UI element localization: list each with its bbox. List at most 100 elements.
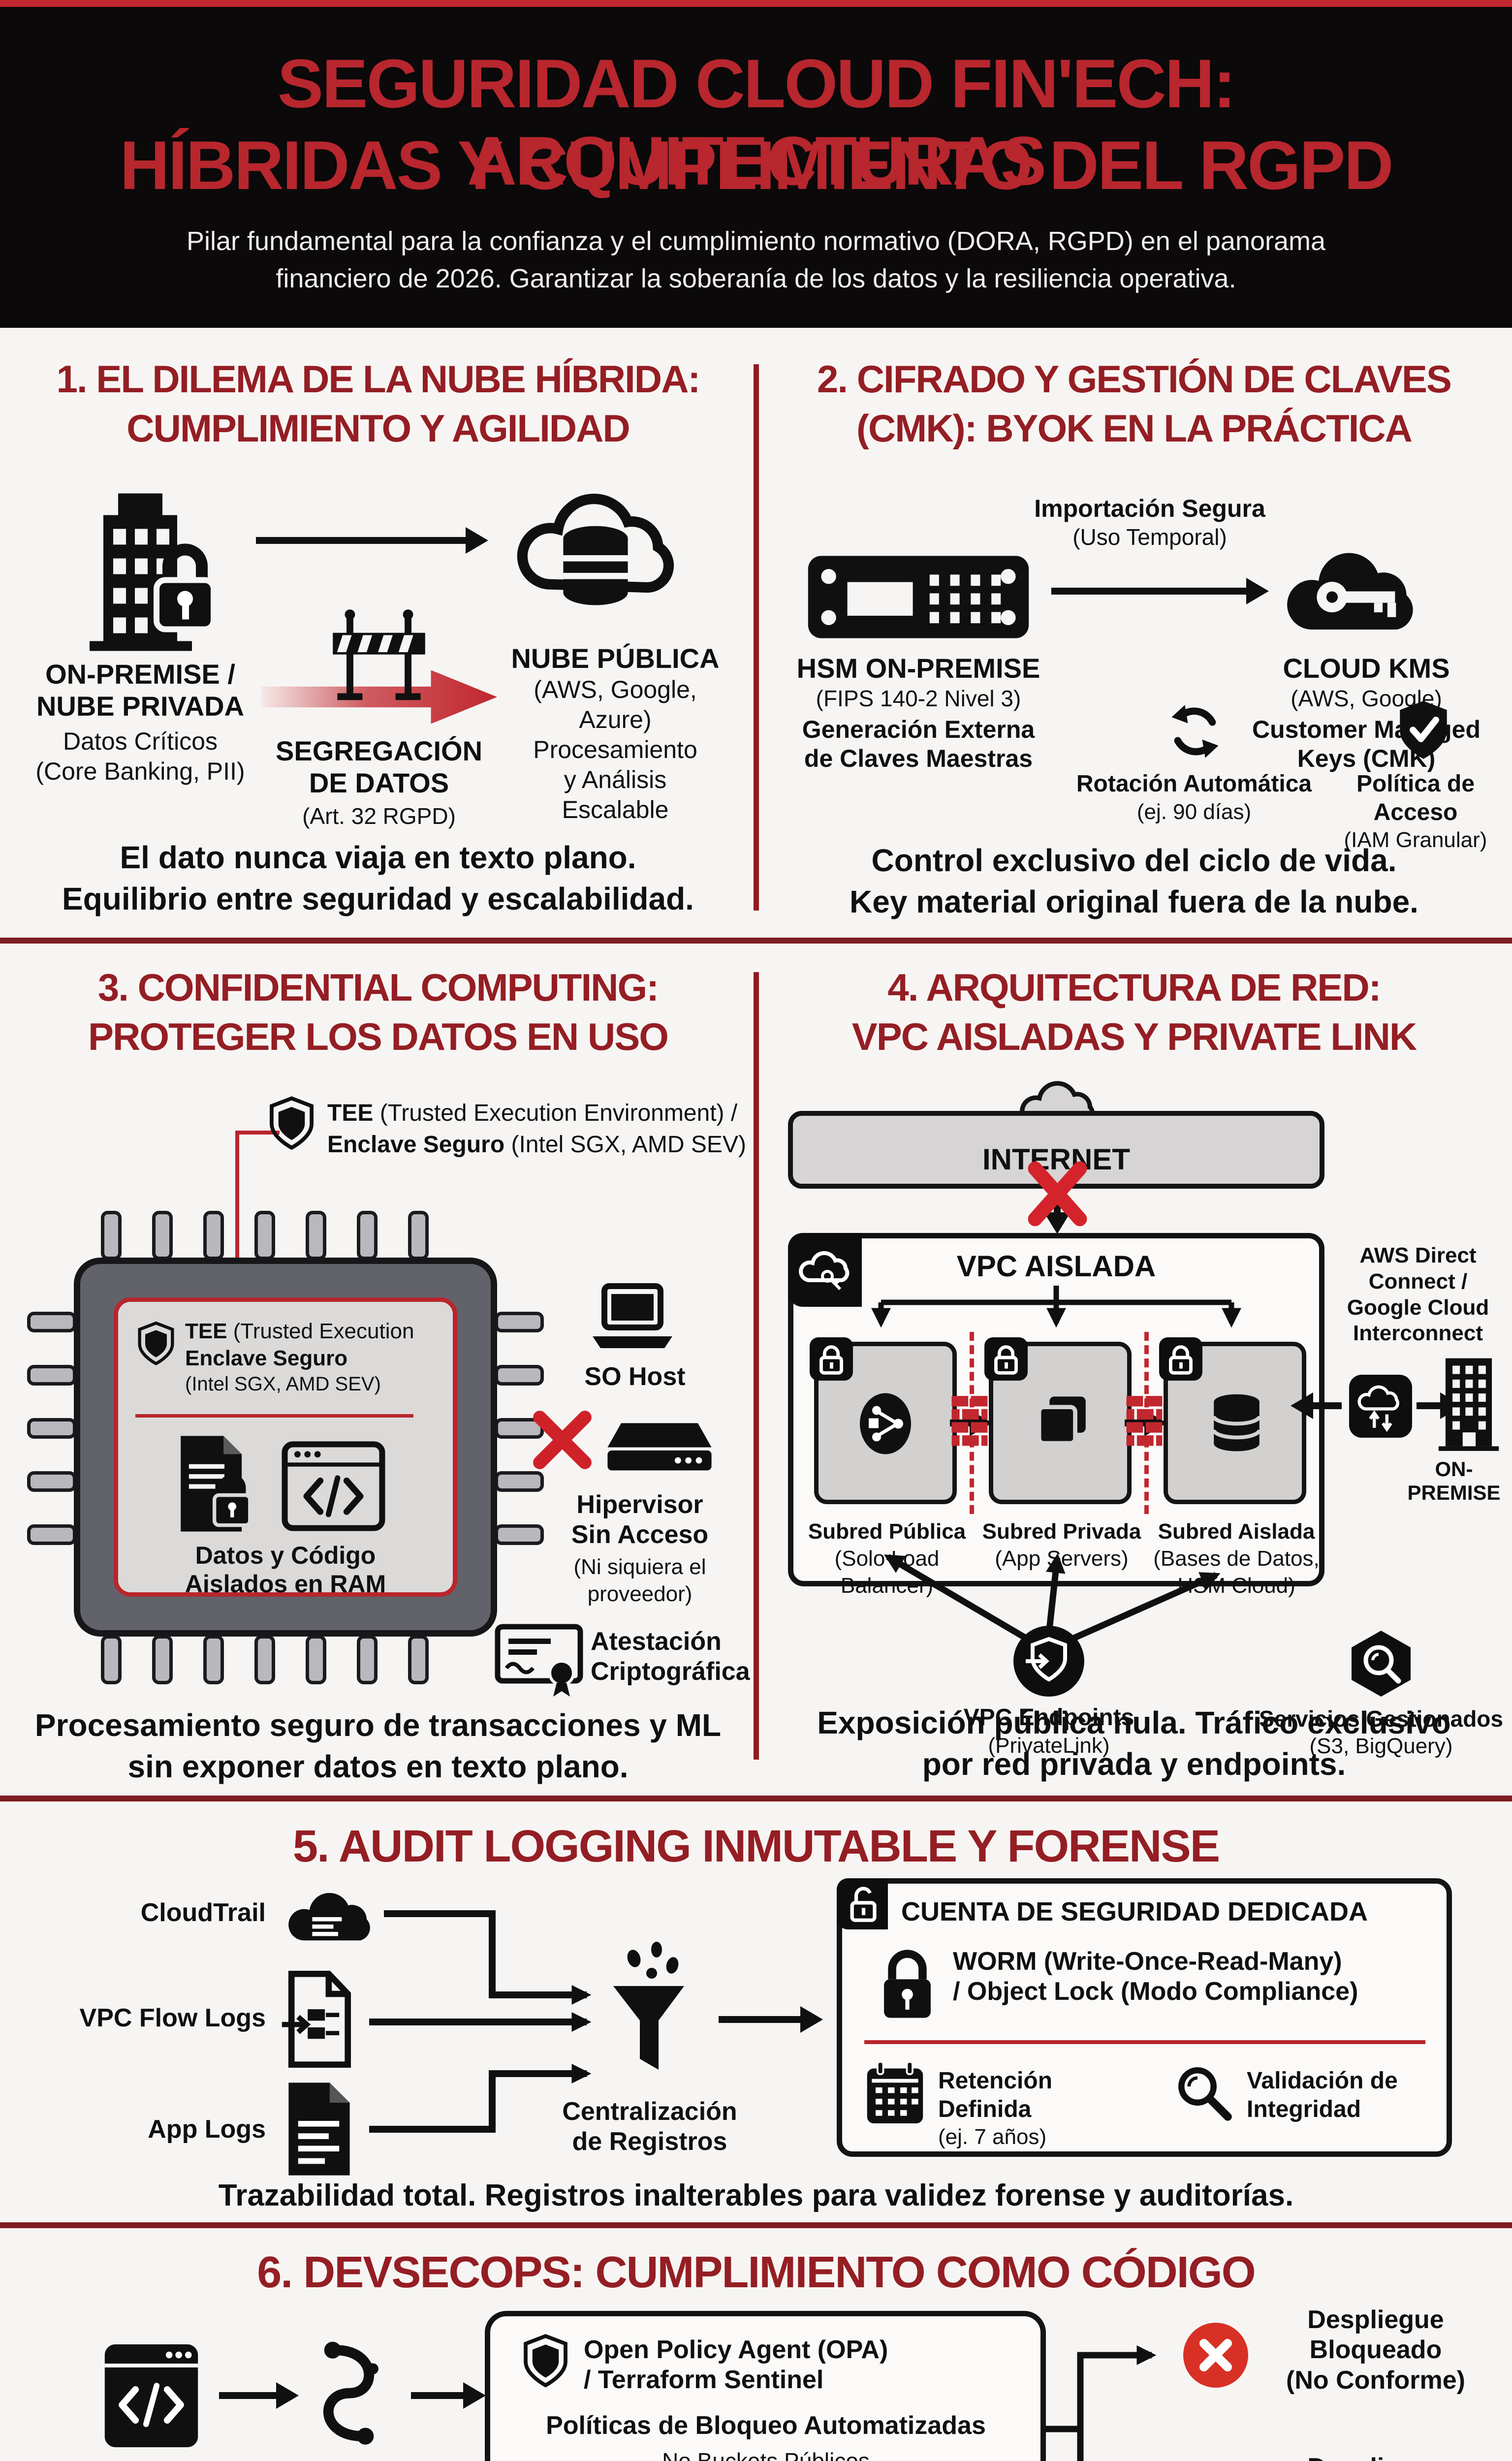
- internet-label: INTERNET: [982, 1143, 1130, 1176]
- section3-caption-line1: Procesamiento seguro de transacciones y …: [34, 1707, 722, 1743]
- arrow-badge-to-building: [1417, 1402, 1442, 1409]
- tee-shield-icon: [270, 1096, 314, 1150]
- arrow-onprem-to-cloud: [256, 537, 468, 544]
- opa-line2: / Terraform Sentinel: [584, 2366, 824, 2395]
- centralization-label: Centralización de Registros: [532, 2097, 768, 2157]
- tee-legend-rest1: (Trusted Execution Environment) /: [373, 1100, 738, 1126]
- centralization-line2: de Registros: [572, 2127, 727, 2156]
- column-divider-middle: [754, 972, 759, 1760]
- hypervisor-sub1: (Ni siquiera el: [573, 1554, 706, 1579]
- section4-caption-line1: Exposición pública nula. Tráfico exclusi…: [817, 1705, 1451, 1740]
- section3-title-line1: 3. CONFIDENTIAL COMPUTING:: [97, 966, 659, 1009]
- cloudtrail-label: CloudTrail: [140, 1898, 266, 1927]
- section3-caption: Procesamiento seguro de transacciones y …: [15, 1704, 741, 1788]
- firewall-bricks-icon-1: [951, 1396, 988, 1446]
- page-title-line1: SEGURIDAD CLOUD FIN'ECH: ARQUITECTURAS: [277, 45, 1236, 199]
- top-accent-strip: [0, 0, 1512, 7]
- kms-sub3: Keys (CMK): [1297, 744, 1436, 772]
- calendar-icon: [867, 2061, 923, 2124]
- attestation-line1: Atestación: [591, 1627, 722, 1656]
- public-cloud-sub2: Procesamiento: [533, 735, 697, 763]
- worm-text: WORM (Write-Once-Read-Many) / Object Loc…: [953, 1947, 1445, 2007]
- hypervisor-sub2: proveedor): [587, 1582, 693, 1607]
- retention-rest: (ej. 7 años): [938, 2125, 1047, 2149]
- tee-connector-horizontal: [235, 1131, 280, 1135]
- onprem-label-line1: ON-PREMISE /: [45, 659, 235, 690]
- opa-shield-icon: [524, 2334, 567, 2388]
- attestation-line2: Criptográfica: [591, 1657, 750, 1686]
- kms-sub1: (AWS, Google): [1291, 685, 1442, 711]
- vpc-endpoints-rest: (PrivateLink): [988, 1733, 1110, 1758]
- public-cloud-sub1: (AWS, Google, Azure): [534, 675, 697, 733]
- opa-text: Open Policy Agent (OPA) / Terraform Sent…: [584, 2335, 1027, 2396]
- public-cloud-label: NUBE PÚBLICA (AWS, Google, Azure) Proces…: [497, 643, 733, 825]
- chip-caption-line1: Datos y Código: [195, 1542, 376, 1569]
- app-servers-icon: [1037, 1396, 1086, 1446]
- onprem-label-line2: NUBE PRIVADA: [36, 690, 245, 722]
- section1-title-line2: CUMPLIMIENTO Y AGILIDAD: [126, 407, 630, 450]
- hypervisor-line1: Hipervisor: [576, 1490, 703, 1519]
- blocked-line1: Despliegue: [1307, 2305, 1444, 2334]
- integrity-magnifier-icon: [1178, 2067, 1232, 2121]
- vpc-endpoint-icon: [1013, 1626, 1084, 1697]
- subnet-public-label: Subred Pública (Solo Load Balancer): [793, 1519, 980, 1600]
- import-line2: (Uso Temporal): [1072, 524, 1227, 550]
- blocked-circle-icon: [1183, 2323, 1248, 2388]
- branch-connectors: [1046, 2345, 1157, 2461]
- section3-caption-line2: sin exponer datos en texto plano.: [127, 1749, 629, 1785]
- tee-legend-bold2: Enclave Seguro: [327, 1132, 505, 1158]
- section-4-network-architecture: 4. ARQUITECTURA DE RED: VPC AISLADAS Y P…: [756, 938, 1512, 1796]
- subnet-private-lock-icon: [984, 1337, 1028, 1381]
- rotation-line1: Rotación Automática: [1076, 771, 1312, 797]
- hsm-label: HSM ON-PREMISE (FIPS 140-2 Nivel 3) Gene…: [771, 653, 1066, 773]
- vpc-endpoints-bold: VPC Endpoints: [963, 1704, 1134, 1731]
- direct-connect-label: AWS Direct Connect / Google Cloud Interc…: [1347, 1243, 1489, 1346]
- enclave-divider: [135, 1414, 413, 1418]
- attestation-label: Atestación Criptográfica: [591, 1627, 753, 1687]
- subnet-public-bold: Subred Pública: [808, 1519, 966, 1544]
- arrow-cicd-to-policy: [411, 2392, 465, 2399]
- private-building-lock-icon: [90, 493, 217, 651]
- section4-title-line1: 4. ARQUITECTURA DE RED:: [887, 966, 1381, 1009]
- section2-caption-line1: Control exclusivo del ciclo de vida.: [871, 843, 1397, 878]
- header: SEGURIDAD CLOUD FIN'ECH: ARQUITECTURAS H…: [0, 0, 1512, 328]
- hypervisor-line2: Sin Acceso: [571, 1520, 709, 1549]
- subnet-public-rest: (Solo Load Balancer): [834, 1546, 940, 1598]
- subnet-isolated-bold: Subred Aislada: [1158, 1519, 1315, 1544]
- tee-legend: TEE (Trusted Execution Environment) / En…: [327, 1098, 751, 1161]
- cicd-pipeline-icon: [323, 2341, 378, 2445]
- internet-bar: INTERNET: [788, 1111, 1324, 1189]
- funnel-icon: [613, 1942, 684, 2070]
- account-title: CUENTA DE SEGURIDAD DEDICADA: [901, 1897, 1368, 1926]
- interconnect-badge-icon: [1349, 1375, 1412, 1438]
- hypervisor-label: Hipervisor Sin Acceso (Ni siquiera el pr…: [556, 1490, 724, 1608]
- section4-caption-line2: por red privada y endpoints.: [922, 1746, 1346, 1782]
- rotation-label: Rotación Automática (ej. 90 días): [1076, 770, 1312, 825]
- vpc-endpoints-label: VPC Endpoints (PrivateLink): [950, 1704, 1147, 1759]
- enclave-text: TEE (Trusted Execution Enclave Seguro (I…: [185, 1318, 451, 1396]
- section2-title-line1: 2. CIFRADO Y GESTIÓN DE CLAVES: [817, 357, 1452, 401]
- flowlogs-label: VPC Flow Logs: [79, 2004, 266, 2032]
- section-5-audit-logging: 5. AUDIT LOGGING INMUTABLE Y FORENSE Clo…: [0, 1796, 1512, 2222]
- page-title-line2: HÍBRIDAS Y CUMPLIMIENTO DEL RGPD: [120, 126, 1393, 204]
- page-subtitle-line2: financiero de 2026. Garantizar la sobera…: [276, 264, 1236, 293]
- managed-services-label: Servicios Gestionados (S3, BigQuery): [1258, 1705, 1504, 1760]
- segregation-line1: SEGREGACIÓN: [276, 735, 483, 766]
- cloudtrail-icon: [288, 1893, 370, 1941]
- account-divider: [864, 2040, 1425, 2044]
- import-label: Importación Segura (Uso Temporal): [1012, 494, 1288, 552]
- chip-pins-bottom: [101, 1635, 475, 1684]
- retention-bold: Retención Definida: [938, 2068, 1053, 2122]
- subnet-isolated-card: [1159, 1337, 1306, 1504]
- onpremise-building-icon: [1438, 1358, 1499, 1451]
- laptop-icon: [593, 1283, 672, 1348]
- policy-label: Política de Acceso (IAM Granular): [1312, 770, 1512, 854]
- section-2-encryption-keys: 2. CIFRADO Y GESTIÓN DE CLAVES (CMK): BY…: [756, 328, 1512, 938]
- hsm-line1: HSM ON-PREMISE: [796, 653, 1040, 684]
- import-line1: Importación Segura: [1034, 495, 1265, 522]
- hsm-sub2: Generación Externa: [802, 715, 1035, 743]
- centralization-line1: Centralización: [562, 2097, 737, 2126]
- section2-caption-line2: Key material original fuera de la nube.: [850, 884, 1418, 920]
- section4-title-line2: VPC AISLADAS Y PRIVATE LINK: [851, 1015, 1418, 1058]
- policies-title: Políticas de Bloqueo Automatizadas: [546, 2411, 986, 2440]
